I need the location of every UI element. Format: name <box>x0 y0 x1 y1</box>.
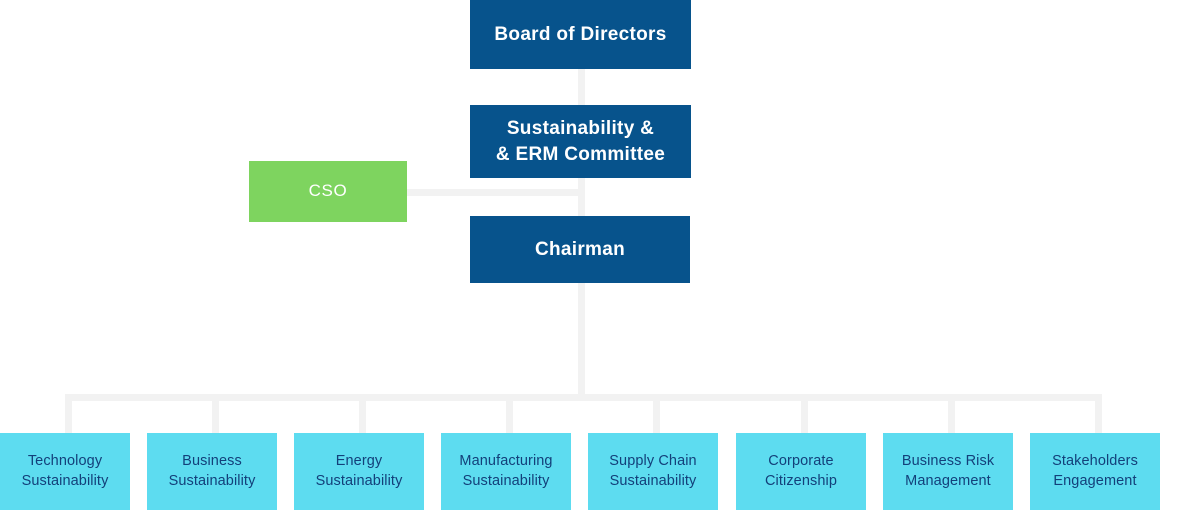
node-board-label: Board of Directors <box>494 23 667 45</box>
connector-horizontal-busbar <box>65 394 1098 401</box>
node-committee-label: Sustainability & & ERM Committee <box>496 116 665 166</box>
node-board-of-directors[interactable]: Board of Directors <box>470 0 691 69</box>
node-cso[interactable]: CSO <box>249 161 407 222</box>
connector-cso-to-trunk <box>407 189 585 196</box>
node-workstream-line1: Energy <box>335 453 383 470</box>
connector-drop-2 <box>212 394 219 439</box>
node-workstream-line1: Stakeholders <box>1052 453 1138 470</box>
node-workstream-line1: Technology <box>27 453 103 470</box>
node-workstream-line1: Business Risk <box>901 453 995 470</box>
node-workstream-line2: Citizenship <box>764 472 838 489</box>
node-workstream-line2: Sustainability <box>462 472 550 489</box>
connector-drop-6 <box>801 394 808 439</box>
node-chairman-label: Chairman <box>534 238 626 260</box>
node-workstream-line1: Business <box>182 453 242 470</box>
connector-board-to-committee <box>578 69 585 105</box>
connector-drop-5 <box>653 394 660 439</box>
connector-committee-to-chairman <box>578 178 585 216</box>
node-cso-label: CSO <box>308 181 348 201</box>
node-workstream-line2: Sustainability <box>609 472 697 489</box>
connector-drop-8 <box>1095 394 1102 439</box>
connector-drop-1 <box>65 394 72 439</box>
node-workstream-line1: Corporate <box>768 453 834 470</box>
node-workstream-line1: Manufacturing <box>459 453 553 470</box>
node-workstream-line2: Sustainability <box>21 472 109 489</box>
node-workstream-line2: Sustainability <box>315 472 403 489</box>
connector-drop-3 <box>359 394 366 439</box>
node-workstream-line1: Supply Chain <box>609 453 697 470</box>
node-workstream-line2: Engagement <box>1053 472 1137 489</box>
node-committee-line2: & ERM Committee <box>495 143 666 165</box>
node-workstream-line2: Sustainability <box>168 472 256 489</box>
node-sustainability-erm-committee[interactable]: Sustainability & & ERM Committee <box>470 105 691 178</box>
connector-drop-4 <box>506 394 513 439</box>
node-workstream-line2: Management <box>905 472 991 489</box>
connector-chairman-to-busbar <box>578 283 585 395</box>
node-committee-line1: Sustainability & <box>506 118 655 140</box>
connector-drop-7 <box>948 394 955 439</box>
node-chairman[interactable]: Chairman <box>470 216 690 283</box>
